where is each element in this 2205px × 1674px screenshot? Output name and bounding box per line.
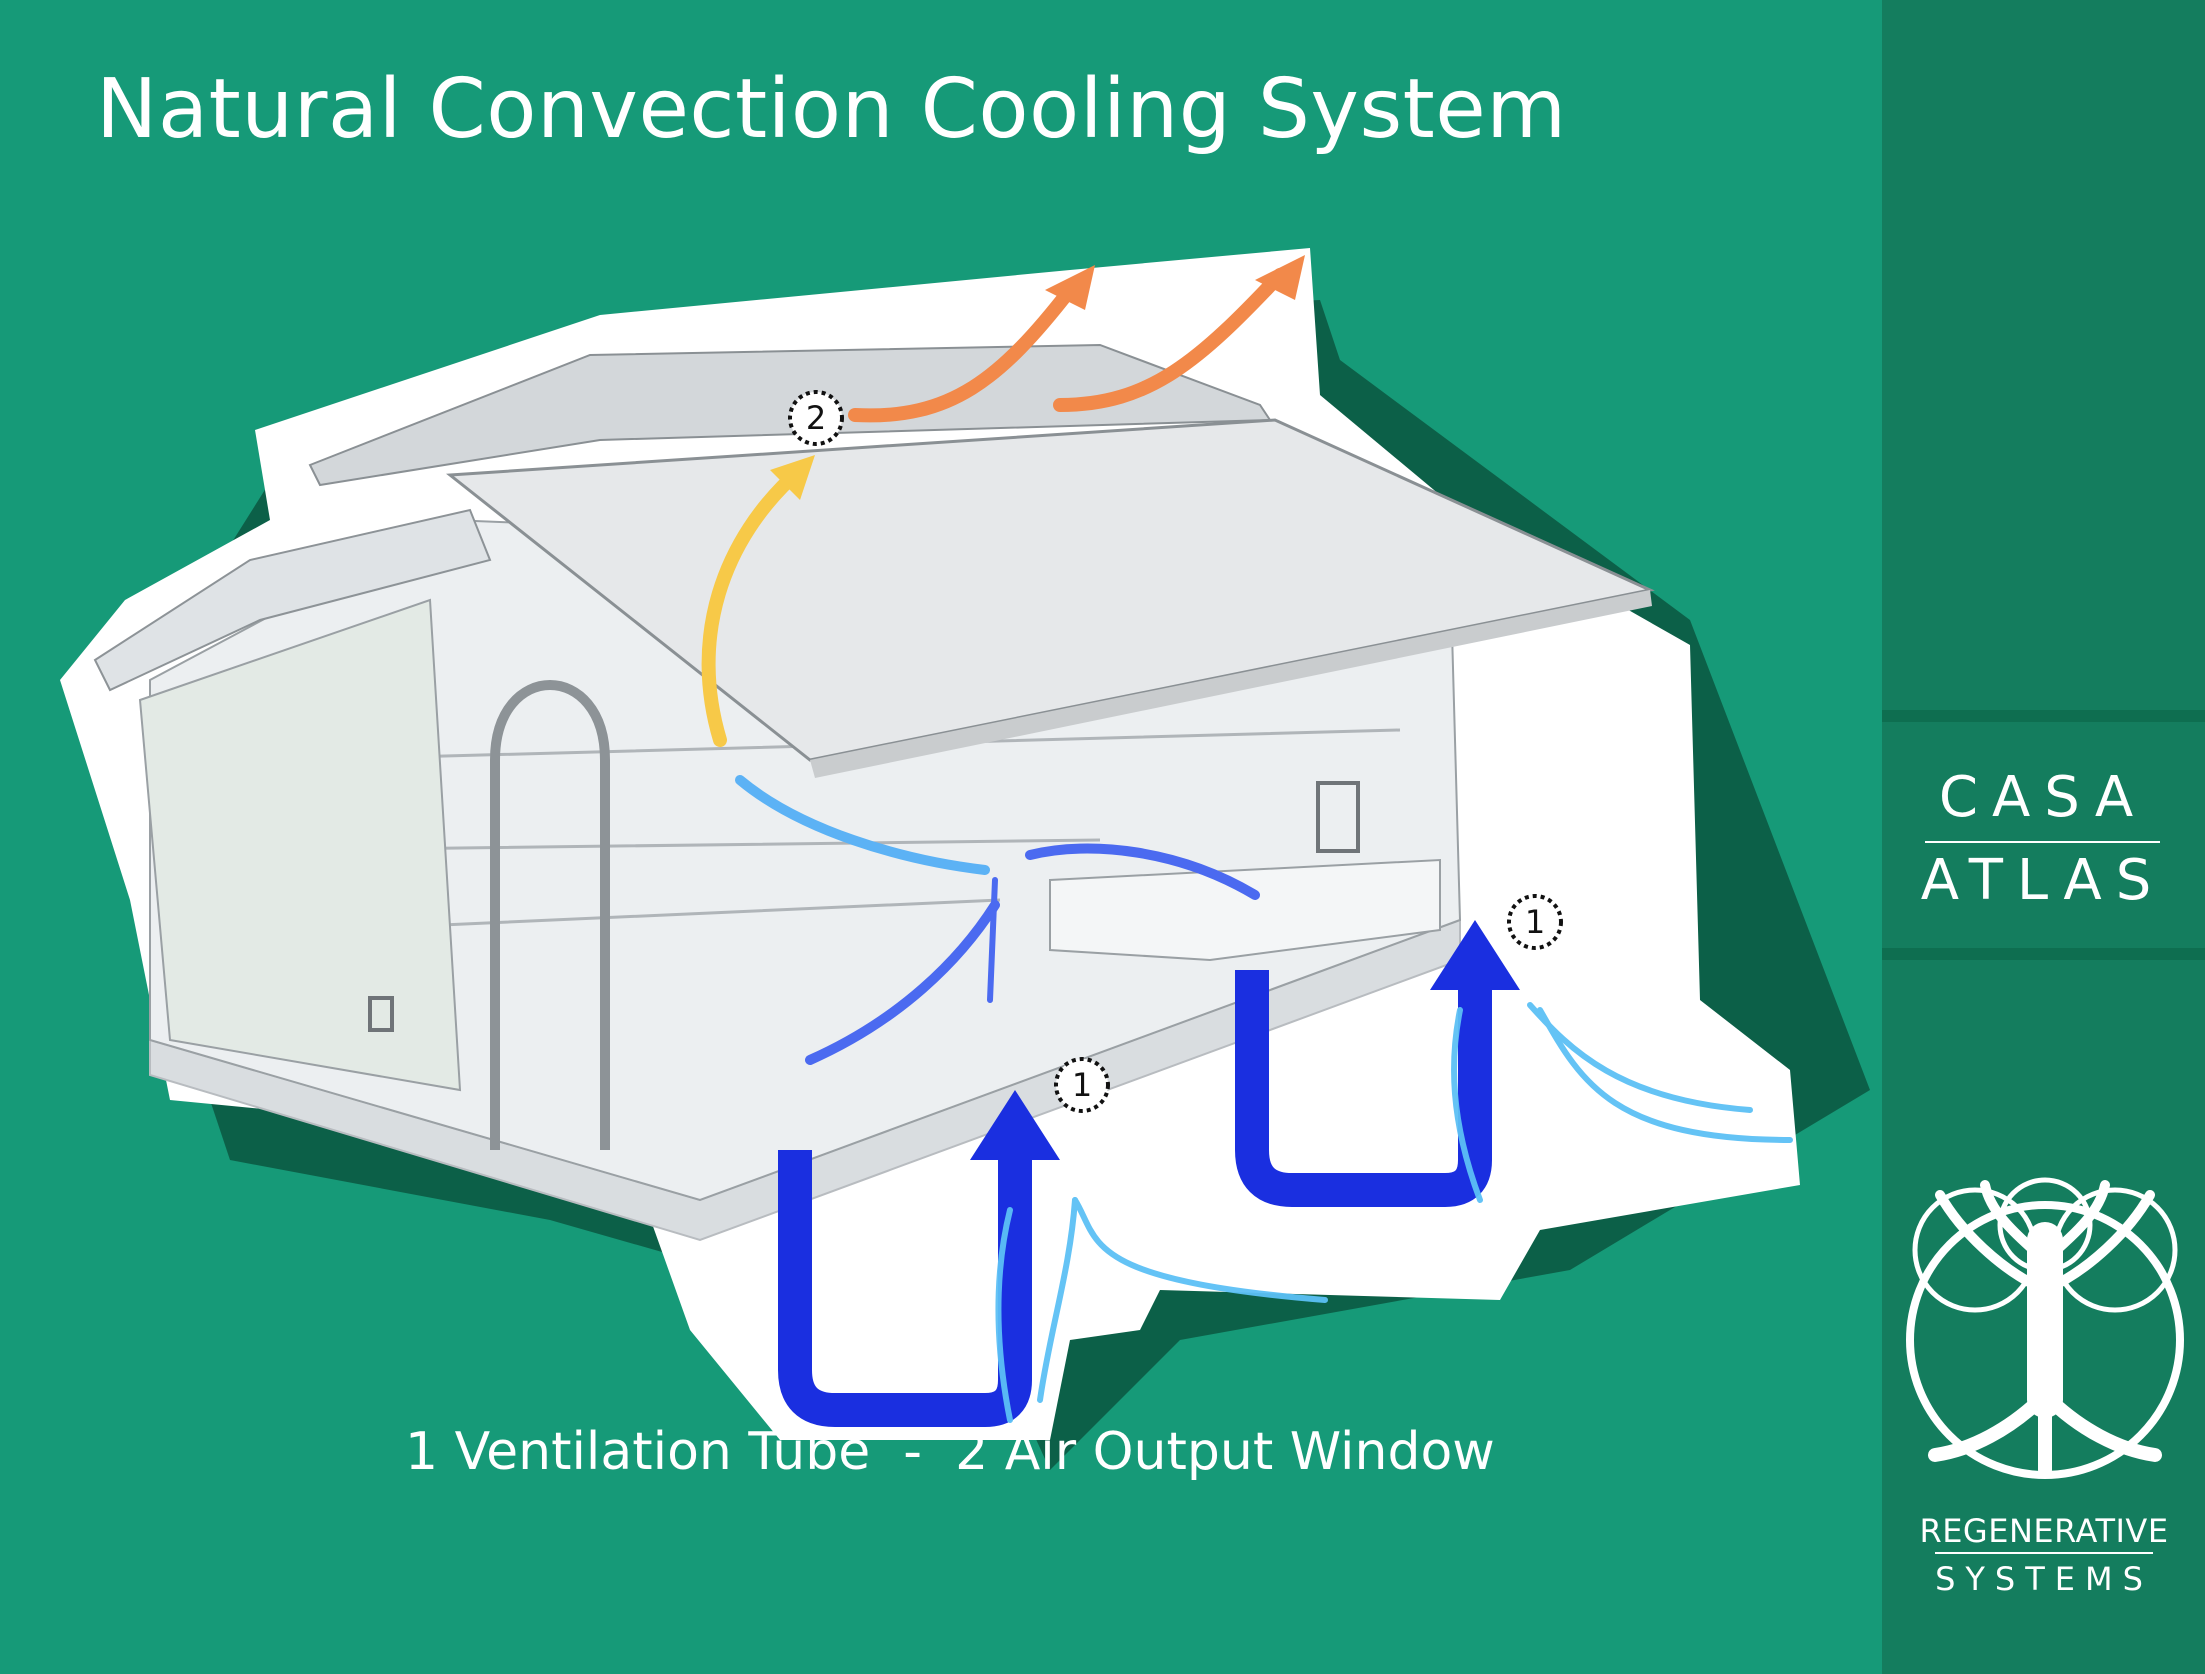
hot-air-arrows — [848, 268, 1287, 423]
badge-window: 2 — [788, 390, 844, 446]
main-roof-edge — [810, 590, 1652, 778]
side-panel-top — [1882, 0, 2205, 710]
interior-air-arrows — [735, 775, 1260, 1065]
rotunda-roof — [93, 508, 492, 692]
window — [368, 996, 394, 1032]
svg-text:2: 2 — [806, 399, 826, 437]
svg-text:1: 1 — [1072, 1066, 1092, 1104]
clerestory-roof — [308, 343, 1272, 487]
brand-name-line2: ATLAS — [1920, 848, 2166, 913]
footer-divider — [1935, 1552, 2153, 1554]
brand-divider — [1925, 841, 2160, 843]
ventilation-tube-a-cap — [970, 1090, 1060, 1160]
hot-air-arrowhead — [1255, 255, 1305, 300]
ventilation-tube-a — [778, 1150, 1032, 1427]
tree-of-life-icon — [1906, 1177, 2184, 1479]
moorish-arch — [490, 680, 610, 1150]
footer-line2: SYSTEMS — [1935, 1560, 2153, 1598]
page-title: Natural Convection Cooling System — [96, 62, 1567, 157]
warm-air-arrow — [701, 463, 807, 747]
hot-air-arrowhead — [1045, 265, 1095, 310]
side-panel-brand — [1882, 722, 2205, 948]
footer-line1: REGENERATIVE — [1919, 1512, 2169, 1550]
cool-air-arrows — [995, 1002, 1793, 1423]
svg-text:1: 1 — [1525, 903, 1545, 941]
window — [1316, 781, 1360, 853]
badge-tube-a: 1 — [1054, 1057, 1110, 1113]
legend-caption: 1 Ventilation Tube - 2 Air Output Window — [405, 1422, 1495, 1482]
warm-air-arrowhead — [770, 455, 815, 500]
rotunda — [138, 598, 462, 1092]
ventilation-tube-b-cap — [1430, 920, 1520, 990]
interior-block — [1049, 858, 1441, 962]
brand-name-line1: CASA — [1938, 765, 2148, 830]
badge-tube-b: 1 — [1507, 894, 1563, 950]
